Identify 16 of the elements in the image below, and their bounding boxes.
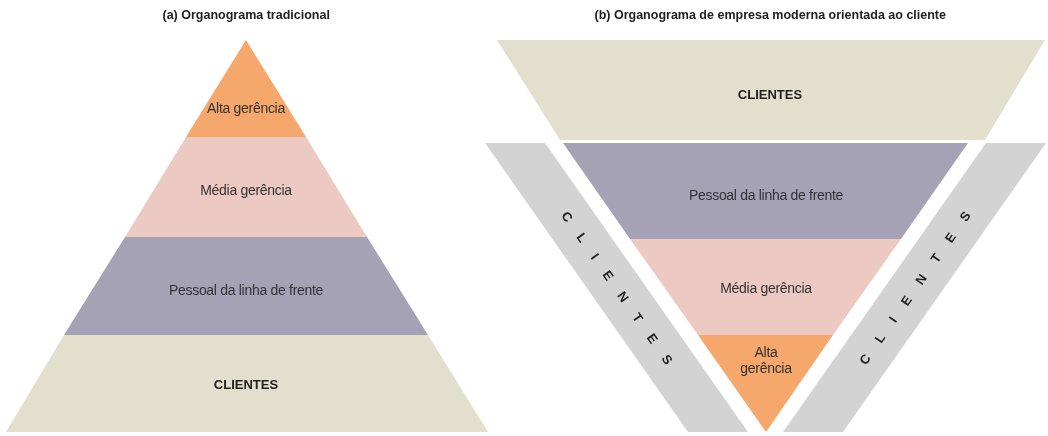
panel-heading: (b) Organograma de empresa moderna orientada ao cliente bbox=[594, 8, 946, 22]
layer-label: Média gerência bbox=[199, 180, 293, 200]
layer-label: Pessoal da linha de frente bbox=[687, 185, 845, 205]
pyramid-layer bbox=[186, 40, 306, 137]
panel-heading: (a) Organograma tradicional bbox=[162, 8, 330, 22]
layer-label: CLIENTES bbox=[212, 375, 280, 394]
pyramid-layer bbox=[497, 40, 1045, 140]
layer-label: CLIENTES bbox=[736, 85, 804, 104]
pyramid-layer bbox=[698, 335, 833, 432]
pyramid-layer bbox=[125, 137, 367, 237]
pyramid-layer bbox=[6, 335, 488, 432]
pyramid-layer bbox=[64, 237, 428, 335]
layer-label: Pessoal da linha de frente bbox=[167, 280, 325, 300]
layer-label: Alta gerência bbox=[206, 98, 286, 118]
layer-label: Alta gerência bbox=[739, 342, 793, 378]
layer-label: Média gerência bbox=[719, 278, 813, 298]
